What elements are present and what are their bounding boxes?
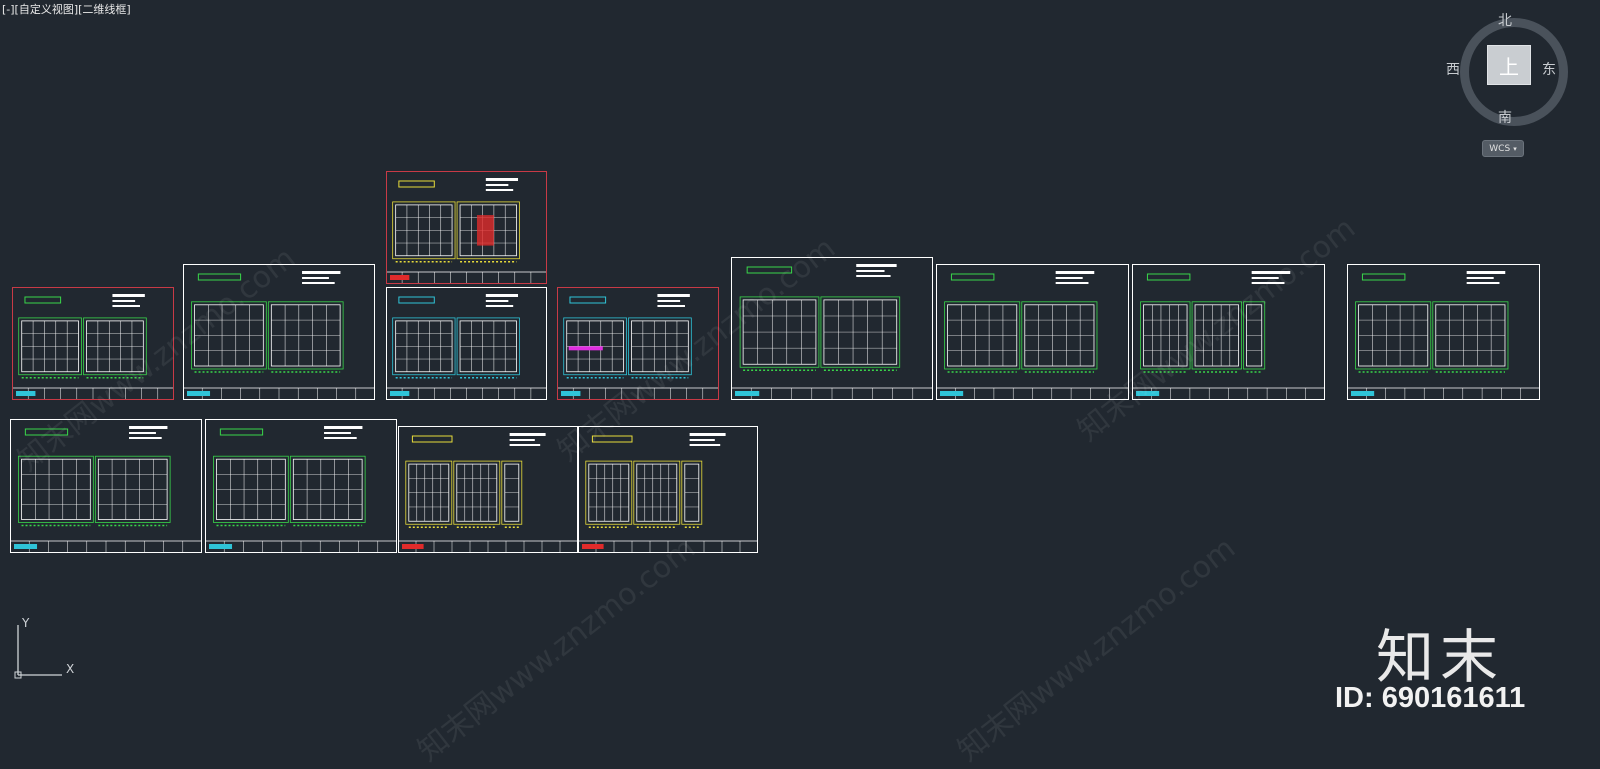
view-cube-top-face[interactable]: 上 [1487, 45, 1531, 85]
drawing-sheet-12[interactable] [398, 426, 578, 553]
compass-south-label[interactable]: 南 [1498, 110, 1512, 126]
wcs-label: WCS [1489, 143, 1511, 154]
watermark: 知末网www.znzmo.com [946, 524, 1242, 769]
watermark-prefix: 知末网 [951, 685, 1044, 769]
drawing-sheet-7[interactable] [936, 264, 1129, 400]
ucs-icon: Y X [14, 616, 74, 679]
compass-east-label[interactable]: 东 [1542, 62, 1556, 78]
drawing-sheet-8[interactable] [1132, 264, 1325, 400]
wcs-menu-button[interactable]: WCS▾ [1482, 140, 1524, 157]
drawing-sheet-11[interactable] [205, 419, 397, 553]
drawing-sheet-13[interactable] [578, 426, 758, 553]
watermark-text: www.znzmo.com [1022, 530, 1243, 714]
view-cube-compass-ring[interactable] [1460, 18, 1568, 126]
viewport-label[interactable]: [-][自定义视图][二维线框] [2, 3, 131, 16]
view-cube[interactable]: 北 南 东 西 上 [1446, 10, 1572, 160]
brand-logo: 知末 [1376, 623, 1505, 691]
watermark-prefix: 知末网 [411, 685, 504, 769]
drawing-sheet-1[interactable] [12, 287, 174, 400]
ucs-x-label: X [66, 662, 74, 676]
watermark: 知末网www.znzmo.com [406, 524, 702, 769]
drawing-sheet-5[interactable] [557, 287, 719, 400]
ucs-y-label: Y [21, 616, 30, 630]
watermark-text: www.znzmo.com [482, 530, 703, 714]
drawing-sheet-3[interactable] [386, 171, 547, 284]
drawing-sheet-2[interactable] [183, 264, 375, 400]
chevron-down-icon: ▾ [1513, 144, 1517, 153]
drawing-sheet-10[interactable] [10, 419, 202, 553]
compass-north-label[interactable]: 北 [1498, 13, 1512, 29]
drawing-sheet-6[interactable] [731, 257, 933, 400]
drawing-sheet-9[interactable] [1347, 264, 1540, 400]
drawing-sheet-4[interactable] [386, 287, 547, 400]
model-id: ID: 690161611 [1335, 682, 1526, 714]
compass-west-label[interactable]: 西 [1446, 62, 1460, 78]
